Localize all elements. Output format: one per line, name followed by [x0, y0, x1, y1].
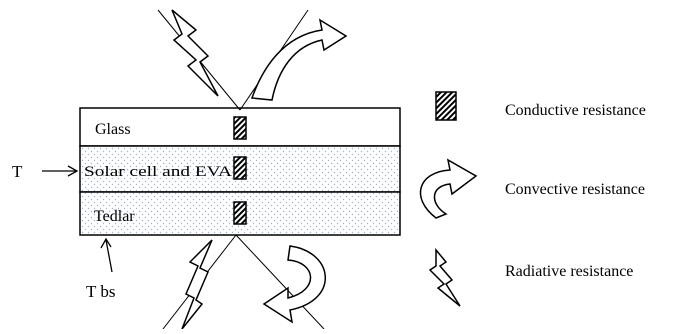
- legend-convective-label: Convective resistance: [505, 181, 645, 198]
- tedlar-label: Tedlar: [94, 208, 135, 225]
- t-label: T: [12, 162, 23, 181]
- convective-resistance-icon: [262, 245, 326, 324]
- conductive-resistance-icon: [435, 91, 457, 121]
- glass-label: Glass: [95, 121, 131, 138]
- solar-cell-eva-label: Solar cell and EVA: [84, 164, 232, 180]
- legend-radiative-label: Radiative resistance: [505, 263, 633, 280]
- tbs-arrow: [100, 237, 113, 273]
- legend-conductive-label: Conductive resistance: [505, 102, 646, 119]
- ray-bottom-right: [235, 234, 325, 330]
- layer-stack: Glass Solar cell and EVA Tedlar: [79, 107, 401, 236]
- convective-resistance-icon: [250, 18, 348, 101]
- conductive-resistance-icon: [233, 201, 247, 225]
- tbs-label: T bs: [86, 282, 115, 301]
- conductive-resistance-icon: [233, 116, 247, 140]
- radiative-resistance-icon: [428, 247, 461, 307]
- convective-resistance-icon: [419, 158, 478, 219]
- t-arrow: [42, 165, 79, 177]
- legend: Conductive resistance Convective resista…: [419, 91, 646, 307]
- radiative-resistance-icon: [171, 9, 219, 97]
- conductive-resistance-icon: [233, 156, 247, 180]
- radiative-resistance-icon: [181, 239, 213, 330]
